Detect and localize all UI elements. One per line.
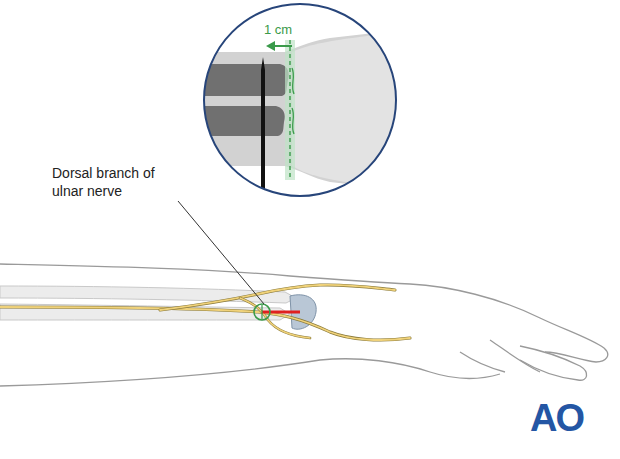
offset-arrowhead (266, 41, 275, 51)
pin-track (262, 311, 300, 314)
entry-point-cross (261, 305, 262, 319)
forearm-and-hand (0, 264, 608, 386)
dimension-label: 1 cm (264, 22, 304, 38)
entry-point-marker (254, 304, 270, 320)
leader-line (178, 201, 264, 304)
logo-text: AO (530, 395, 610, 443)
part-label: Dorsal branch of ulnar nerve (52, 165, 182, 200)
inset-detail (200, 0, 400, 220)
inset-circle (204, 4, 396, 196)
ulnar-nerve (0, 285, 410, 340)
